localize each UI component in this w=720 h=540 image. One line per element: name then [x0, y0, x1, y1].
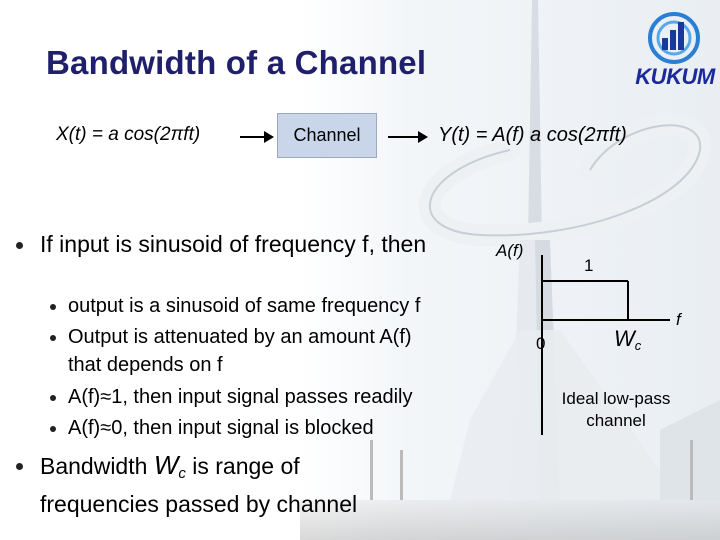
university-logo-icon: [648, 12, 700, 64]
graph-caption: Ideal low-pass channel: [548, 388, 684, 432]
channel-block: Channel: [277, 113, 377, 158]
input-arrow: [240, 131, 274, 143]
graph-cutoff-w: W: [614, 326, 635, 351]
channel-label: Channel: [293, 125, 361, 145]
tower-illustration: [370, 0, 720, 500]
sub-bullet-attenuated-cont: that depends on f: [68, 354, 223, 376]
graph-y-label: A(f): [496, 241, 524, 260]
bandwidth-post: is range of: [185, 453, 300, 479]
bandwidth-w-subscript: c: [178, 465, 186, 482]
bullet-bandwidth: Bandwidth Wc is range of frequencies pas…: [40, 450, 420, 519]
sub-bullet-blocked: A(f)≈0, then input signal is blocked: [68, 417, 374, 439]
input-signal-equation: X(t) = a cos(2πft): [56, 124, 201, 145]
graph-cutoff-label: Wc: [614, 326, 641, 353]
lowpass-graph: [541, 255, 670, 435]
caption-line1: Ideal low-pass: [561, 389, 671, 408]
graph-level-one-label: 1: [584, 256, 594, 275]
output-signal-equation: Y(t) = A(f) a cos(2πft): [438, 124, 627, 146]
bandwidth-pre: Bandwidth: [40, 453, 154, 479]
output-arrow: [388, 131, 428, 143]
sub-bullet-dot: [50, 304, 56, 310]
slide-title: Bandwidth of a Channel: [46, 44, 427, 81]
sub-bullet-dot: [50, 426, 56, 432]
ground-area: [300, 500, 720, 540]
bandwidth-w-symbol: W: [153, 450, 179, 480]
bandwidth-line2: frequencies passed by channel: [40, 491, 358, 517]
sub-bullet-dot: [50, 395, 56, 401]
sub-bullet-passes: A(f)≈1, then input signal passes readily: [68, 386, 413, 408]
sub-bullet-dot: [50, 335, 56, 341]
caption-line2: channel: [586, 411, 646, 430]
graph-x-label: f: [676, 310, 681, 329]
sub-bullet-same-frequency: output is a sinusoid of same frequency f: [68, 295, 421, 317]
graph-origin-label: 0: [536, 334, 546, 353]
graph-cutoff-sub: c: [634, 338, 642, 353]
bullet-dot: [16, 242, 23, 249]
bullet-sinusoid-input: If input is sinusoid of frequency f, the…: [40, 231, 427, 257]
bullet-dot: [16, 463, 23, 470]
logo-wordmark: KUKUM: [635, 64, 715, 89]
sub-bullet-attenuated: Output is attenuated by an amount A(f): [68, 326, 412, 348]
